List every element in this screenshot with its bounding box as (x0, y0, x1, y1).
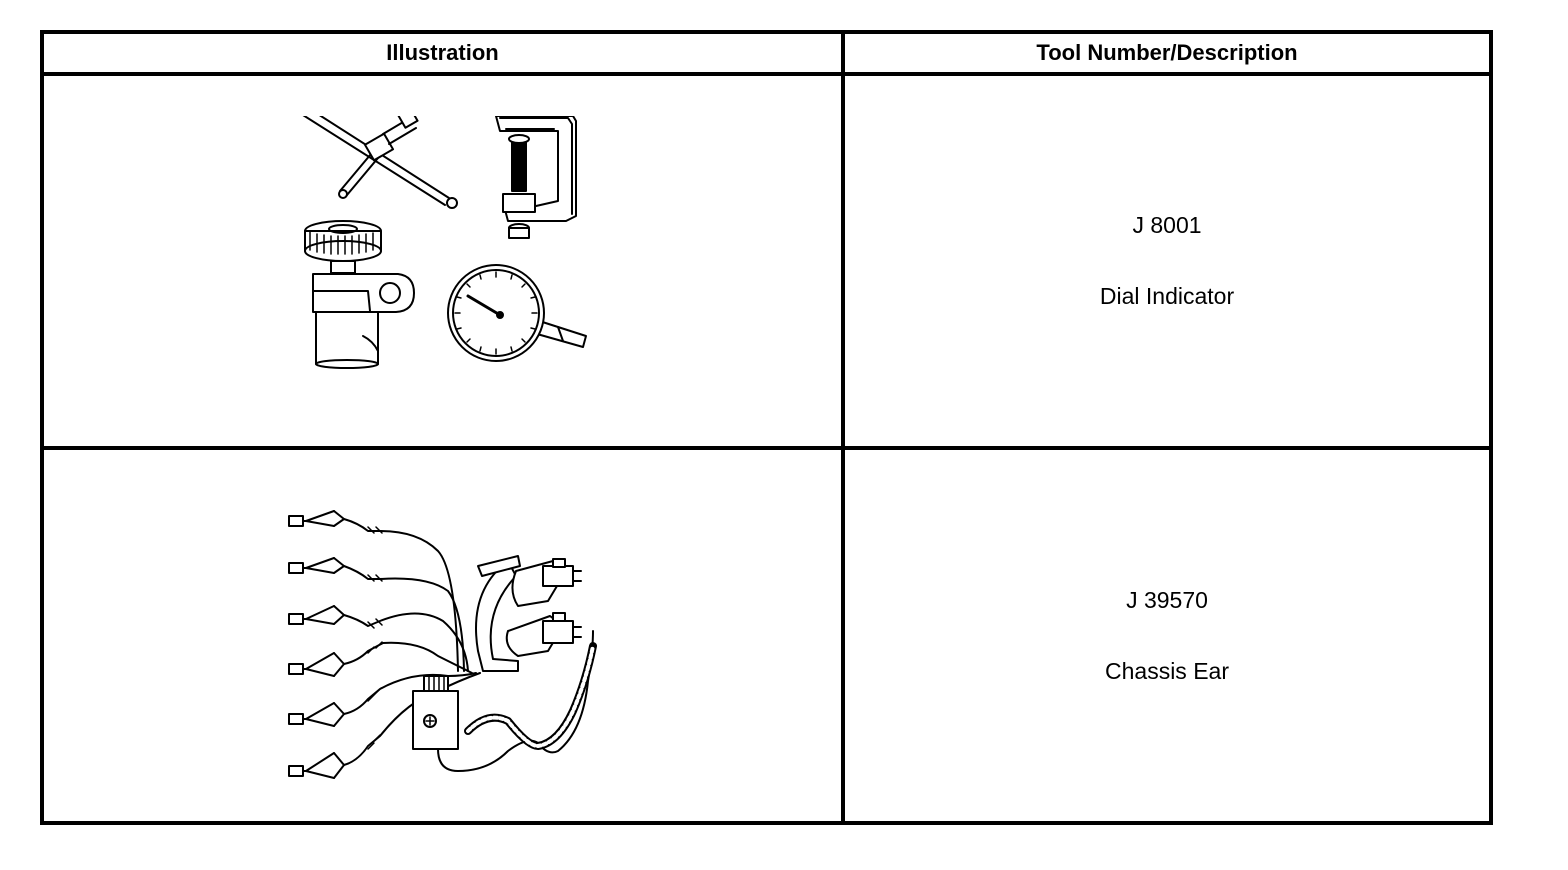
dial-indicator-set-drawing-icon (302, 116, 587, 369)
tool-number: J 39570 (1126, 586, 1208, 613)
header-divider (44, 72, 1489, 76)
tool-description: Chassis Ear (1105, 657, 1229, 684)
tool-number: J 8001 (1132, 212, 1202, 238)
column-divider (841, 34, 845, 821)
table-row-1-tool: J 8001 Dial Indicator (845, 76, 1489, 446)
row-divider (44, 446, 1489, 450)
chassis-ear-kit-drawing-icon (287, 509, 597, 779)
table-row-2-illustration (44, 450, 841, 821)
tools-table: Illustration Tool Number/Description (40, 30, 1493, 825)
header-tool-number-description: Tool Number/Description (1036, 40, 1298, 65)
table-row-2-tool: J 39570 Chassis Ear (845, 450, 1489, 821)
tool-description: Dial Indicator (1099, 283, 1235, 309)
header-illustration: Illustration (386, 40, 499, 65)
table-row-1-illustration (44, 76, 841, 446)
